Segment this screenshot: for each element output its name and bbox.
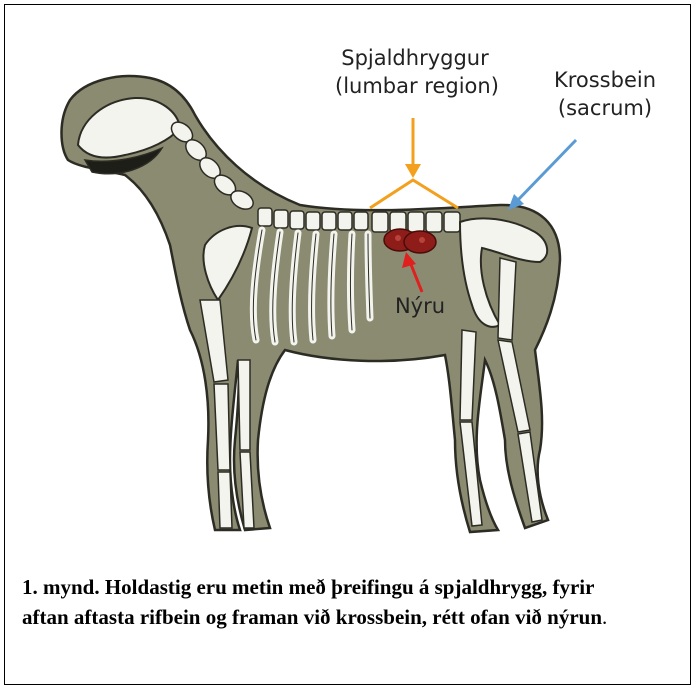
caption-tail: . [602, 605, 607, 629]
sacrum-name: Krossbein [540, 66, 670, 94]
kidney-icon [384, 229, 436, 253]
lumbar-label: Spjaldhryggur (lumbar region) [335, 44, 495, 100]
lumbar-arrowhead [405, 164, 421, 178]
caption-bold-text: 1. mynd. Holdastig eru metin með þreifin… [22, 575, 602, 629]
sacrum-arrow [516, 140, 576, 202]
figure-caption: 1. mynd. Holdastig eru metin með þreifin… [22, 572, 622, 632]
lumbar-english: (lumbar region) [335, 72, 495, 100]
lumbar-name: Spjaldhryggur [335, 44, 495, 72]
sacrum-english: (sacrum) [540, 94, 670, 122]
sacrum-label: Krossbein (sacrum) [540, 66, 670, 122]
lumbar-arrow [370, 118, 458, 208]
kidney-label: Nýru [380, 292, 460, 320]
